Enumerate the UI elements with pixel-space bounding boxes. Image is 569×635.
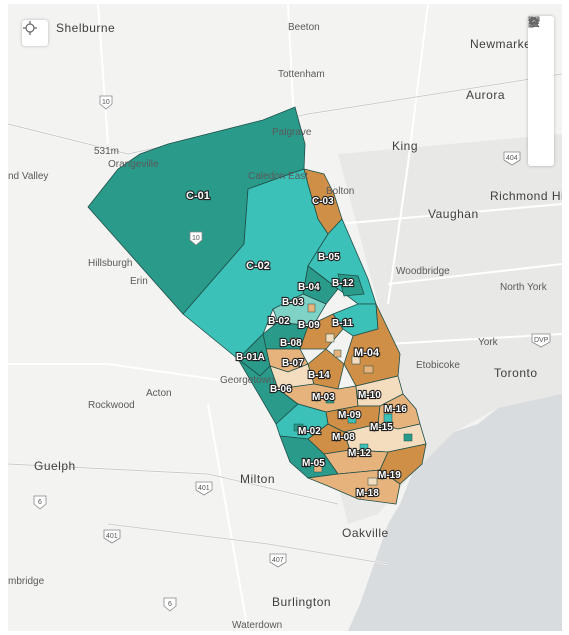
label-m09: M-09 <box>338 410 361 421</box>
shield-404: 404 <box>503 151 521 166</box>
collapse-left-icon <box>529 17 539 27</box>
label-b08: B-08 <box>280 338 302 349</box>
label-aurora: Aurora <box>466 88 505 102</box>
label-york: York <box>478 337 499 348</box>
shield-407: 407 <box>269 553 287 568</box>
label-m10: M-10 <box>358 390 381 401</box>
highway-shields: 10 10 404 DVP 401 401 <box>33 95 551 612</box>
label-beeton: Beeton <box>288 22 320 33</box>
label-b03: B-03 <box>282 297 304 308</box>
label-elev: 531m <box>94 146 119 157</box>
label-erin: Erin <box>130 276 148 287</box>
label-rockwood: Rockwood <box>88 400 135 411</box>
label-m16: M-16 <box>384 404 407 415</box>
shield-10-north: 10 <box>99 95 113 110</box>
label-acton: Acton <box>146 388 172 399</box>
label-b12: B-12 <box>332 278 354 289</box>
label-m08: M-08 <box>332 432 355 443</box>
label-woodbridge: Woodbridge <box>396 266 450 277</box>
svg-text:DVP: DVP <box>534 337 549 344</box>
district-b14[interactable] <box>307 348 345 390</box>
shield-10-mid: 10 <box>189 231 203 246</box>
shield-dvp: DVP <box>531 333 551 348</box>
district-labels: C-01 C-02 C-03 B-05 B-04 B-12 B-03 B-02 … <box>185 189 408 500</box>
label-richmond-hill: Richmond Hill <box>490 189 562 203</box>
label-m05: M-05 <box>302 458 325 469</box>
svg-text:404: 404 <box>506 155 518 162</box>
label-newmarket: Newmarket <box>470 37 535 51</box>
svg-text:6: 6 <box>38 499 42 506</box>
map-canvas[interactable]: Shelburne Beeton Newmarket Tottenham Aur… <box>8 4 562 631</box>
label-b04: B-04 <box>298 282 320 293</box>
label-north-york: North York <box>500 282 548 293</box>
label-guelph: Guelph <box>34 459 76 473</box>
place-labels: Shelburne Beeton Newmarket Tottenham Aur… <box>8 21 562 631</box>
svg-text:10: 10 <box>192 235 200 242</box>
district-b03[interactable] <box>272 293 327 327</box>
svg-text:407: 407 <box>272 557 284 564</box>
svg-text:6: 6 <box>168 601 172 608</box>
label-shelburne: Shelburne <box>56 21 115 35</box>
label-milton: Milton <box>240 472 275 486</box>
district-m19[interactable] <box>379 443 427 485</box>
shield-401-west: 401 <box>103 529 121 544</box>
svg-text:401: 401 <box>106 533 118 540</box>
label-palgrave: Palgrave <box>272 127 312 138</box>
qr-button[interactable] <box>528 16 554 139</box>
shield-401-milton: 401 <box>195 481 213 496</box>
label-m18: M-18 <box>356 488 379 499</box>
locate-icon <box>23 21 37 35</box>
map-toolbar <box>528 16 554 166</box>
label-m03: M-03 <box>312 392 335 403</box>
map-svg: Shelburne Beeton Newmarket Tottenham Aur… <box>8 4 562 631</box>
svg-text:10: 10 <box>102 99 110 106</box>
label-b07: B-07 <box>282 358 304 369</box>
label-c03: C-03 <box>312 196 334 207</box>
label-valley: nd Valley <box>8 171 48 182</box>
label-georgetown: Georgetown <box>220 375 274 386</box>
label-orangeville: Orangeville <box>108 159 159 170</box>
label-waterdown: Waterdown <box>232 620 282 631</box>
label-b02: B-02 <box>268 316 290 327</box>
home-button[interactable] <box>528 17 554 91</box>
svg-text:401: 401 <box>198 485 210 492</box>
label-vaughan: Vaughan <box>428 207 479 221</box>
label-m04: M-04 <box>354 347 380 359</box>
districts-layer <box>87 106 427 505</box>
label-toronto: Toronto <box>494 366 538 380</box>
label-b11: B-11 <box>332 318 354 329</box>
label-tottenham: Tottenham <box>278 69 325 80</box>
label-m02: M-02 <box>298 426 321 437</box>
label-b09: B-09 <box>298 320 320 331</box>
label-m19: M-19 <box>378 470 401 481</box>
district-m04[interactable] <box>343 303 401 387</box>
label-burlington: Burlington <box>272 595 331 609</box>
locate-button[interactable] <box>22 20 48 46</box>
label-c02: C-02 <box>246 260 270 272</box>
label-etobicoke: Etobicoke <box>416 360 460 371</box>
label-king: King <box>392 139 418 153</box>
lake-ontario <box>348 394 562 631</box>
shield-6-guelph: 6 <box>33 495 47 510</box>
shield-6-south: 6 <box>163 597 177 612</box>
label-c01: C-01 <box>186 190 210 202</box>
layers-button[interactable] <box>528 16 554 115</box>
search-button[interactable] <box>528 16 554 67</box>
label-b06: B-06 <box>270 384 292 395</box>
label-cambridge: mbridge <box>8 576 45 587</box>
label-caledon-east: Caledon East <box>248 171 308 182</box>
label-m12: M-12 <box>348 448 371 459</box>
label-oakville: Oakville <box>342 526 389 540</box>
district-mosaic <box>289 303 413 486</box>
label-hillsburgh: Hillsburgh <box>88 258 132 269</box>
label-b05: B-05 <box>318 252 340 263</box>
label-bolton: Bolton <box>326 186 354 197</box>
label-m15: M-15 <box>370 422 393 433</box>
label-b01a: B-01A <box>236 352 265 363</box>
label-b14: B-14 <box>308 370 330 381</box>
collapse-left-button[interactable] <box>528 17 554 163</box>
district-b12[interactable] <box>337 273 365 297</box>
